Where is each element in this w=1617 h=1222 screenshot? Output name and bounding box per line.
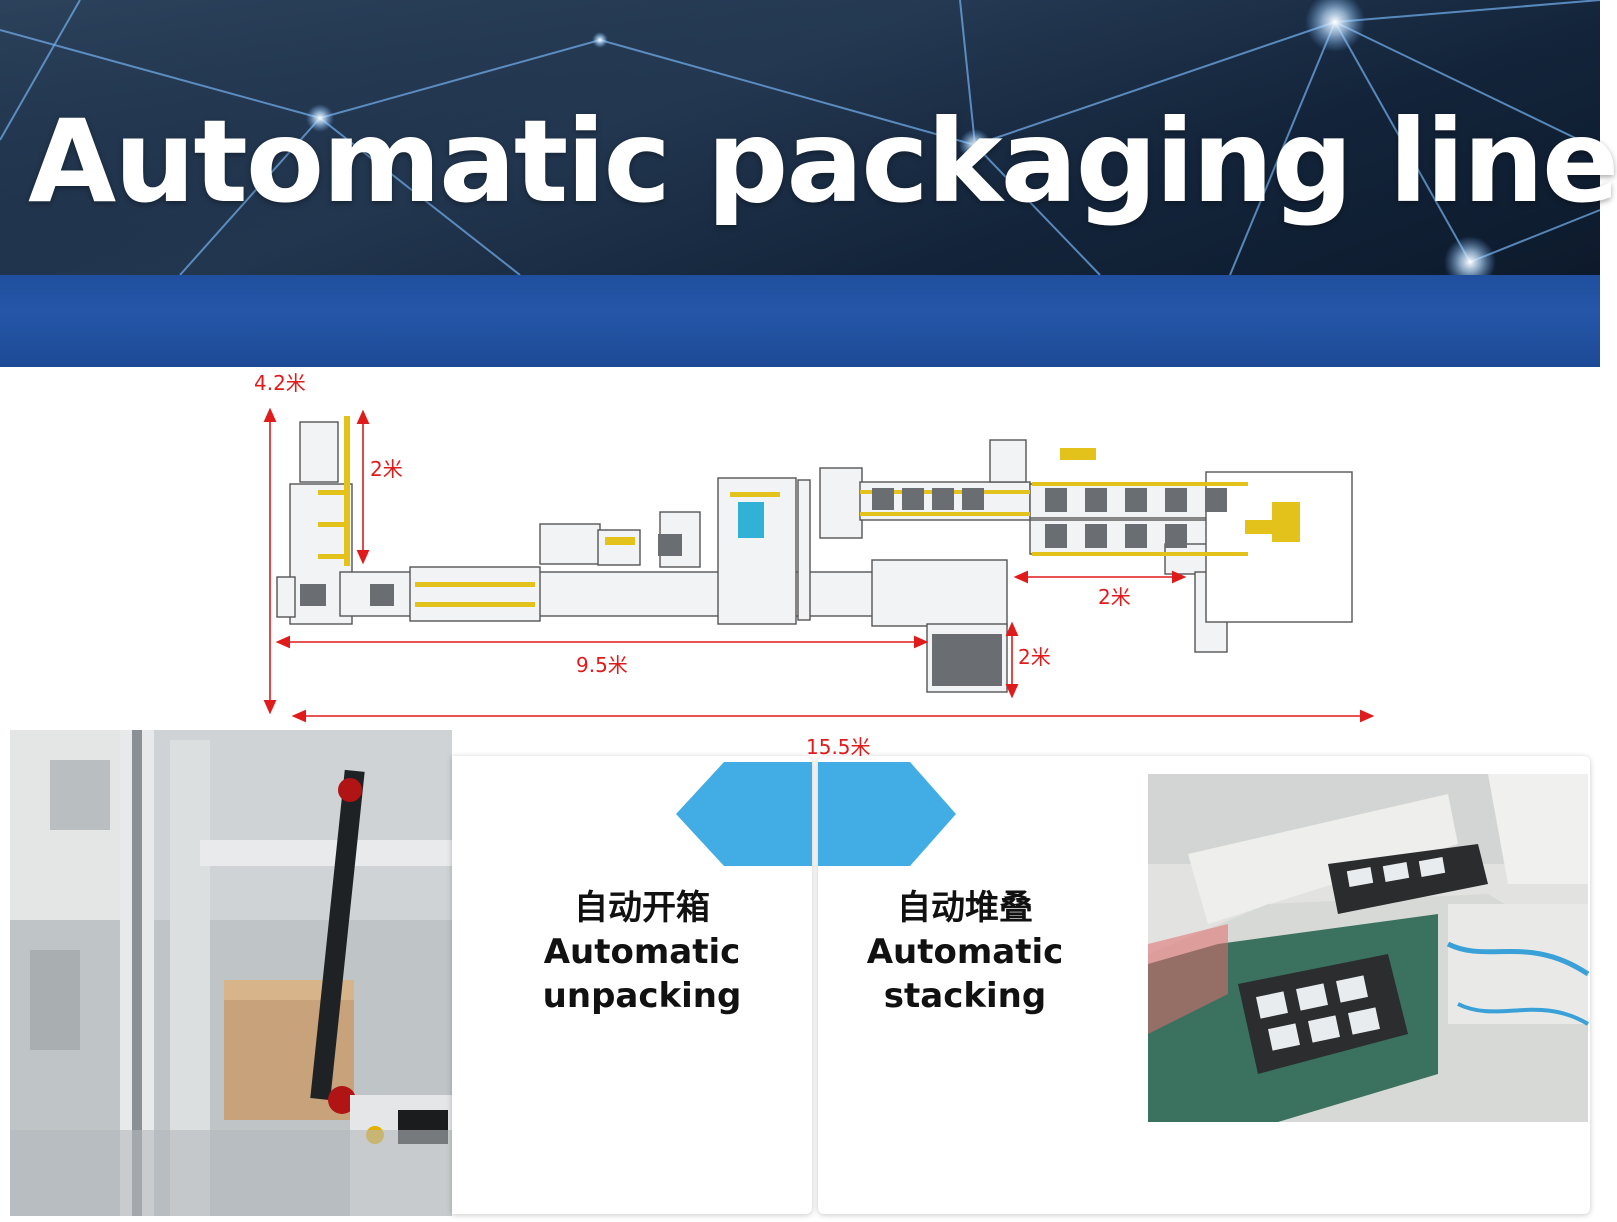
unpacking-machine-photo: [10, 730, 452, 1216]
caption-unpacking-cn: 自动开箱: [574, 888, 710, 928]
machine-detail-blocks: [300, 488, 1227, 686]
hexagon-right-icon: [818, 762, 956, 866]
machine-cyan-panel: [738, 502, 764, 538]
dimension-length-main: 9.5米: [576, 653, 628, 677]
header-blue-band: [0, 275, 1600, 367]
dimension-rise-left: 2米: [370, 457, 403, 481]
machine-yellow-accents: [318, 416, 1300, 607]
caption-stacking-cn: 自动堆叠: [897, 888, 1033, 928]
caption-unpacking: 自动开箱 Automatic unpacking: [522, 886, 762, 1018]
hexagon-left-icon: [676, 762, 812, 866]
stacking-conveyor-photo: [1148, 774, 1590, 1122]
packaging-line-layout-drawing: 4.2米 2米 9.5米 2米 2米 15.5米: [254, 371, 1375, 759]
dimension-drop-lower: 2米: [1018, 645, 1051, 669]
page-title: Automatic packaging line: [28, 95, 1617, 228]
caption-stacking: 自动堆叠 Automatic stacking: [840, 886, 1090, 1018]
dimension-lines: [263, 407, 1375, 723]
caption-stacking-en-line2: stacking: [883, 976, 1047, 1016]
dimension-height-total: 4.2米: [254, 371, 306, 395]
network-background-graphic: [0, 0, 1601, 288]
caption-unpacking-en-line2: unpacking: [542, 976, 742, 1016]
dimension-length-total: 15.5米: [806, 735, 871, 759]
header-banner: Automatic packaging line: [0, 0, 1617, 288]
caption-unpacking-en-line1: Automatic: [543, 932, 741, 972]
dimension-gap-right: 2米: [1098, 585, 1131, 609]
caption-stacking-en-line1: Automatic: [866, 932, 1064, 972]
machine-outlines: [276, 421, 1353, 693]
